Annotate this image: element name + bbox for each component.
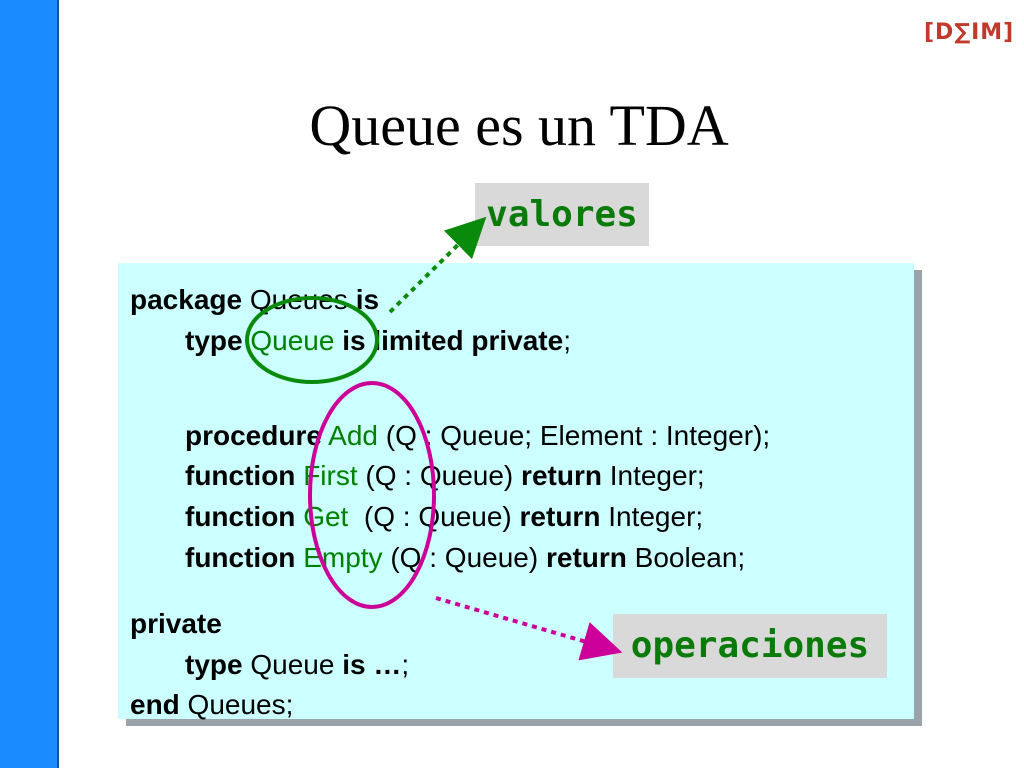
code-line-function-first: function First (Q : Queue) return Intege… (185, 460, 705, 491)
code-line-type-queue: type Queue is limited private; (185, 325, 571, 356)
left-sidebar-bar (0, 0, 59, 768)
code-line-procedure-add: procedure Add (Q : Queue; Element : Inte… (185, 420, 771, 451)
code-line-private: private (130, 608, 222, 639)
code-line-package: package Queues is (130, 284, 380, 315)
code-line-function-get: function Get (Q : Queue) return Integer; (185, 501, 704, 532)
code-line-type-queue-private: type Queue is …; (185, 649, 410, 680)
operaciones-label: operaciones (613, 614, 887, 678)
dsim-logo: [D∑IM] (924, 20, 1015, 45)
code-line-function-empty: function Empty (Q : Queue) return Boolea… (185, 542, 746, 573)
valores-label: valores (475, 183, 649, 246)
code-line-end-queues: end Queues; (130, 689, 294, 720)
slide-title: Queue es un TDA (309, 93, 729, 158)
